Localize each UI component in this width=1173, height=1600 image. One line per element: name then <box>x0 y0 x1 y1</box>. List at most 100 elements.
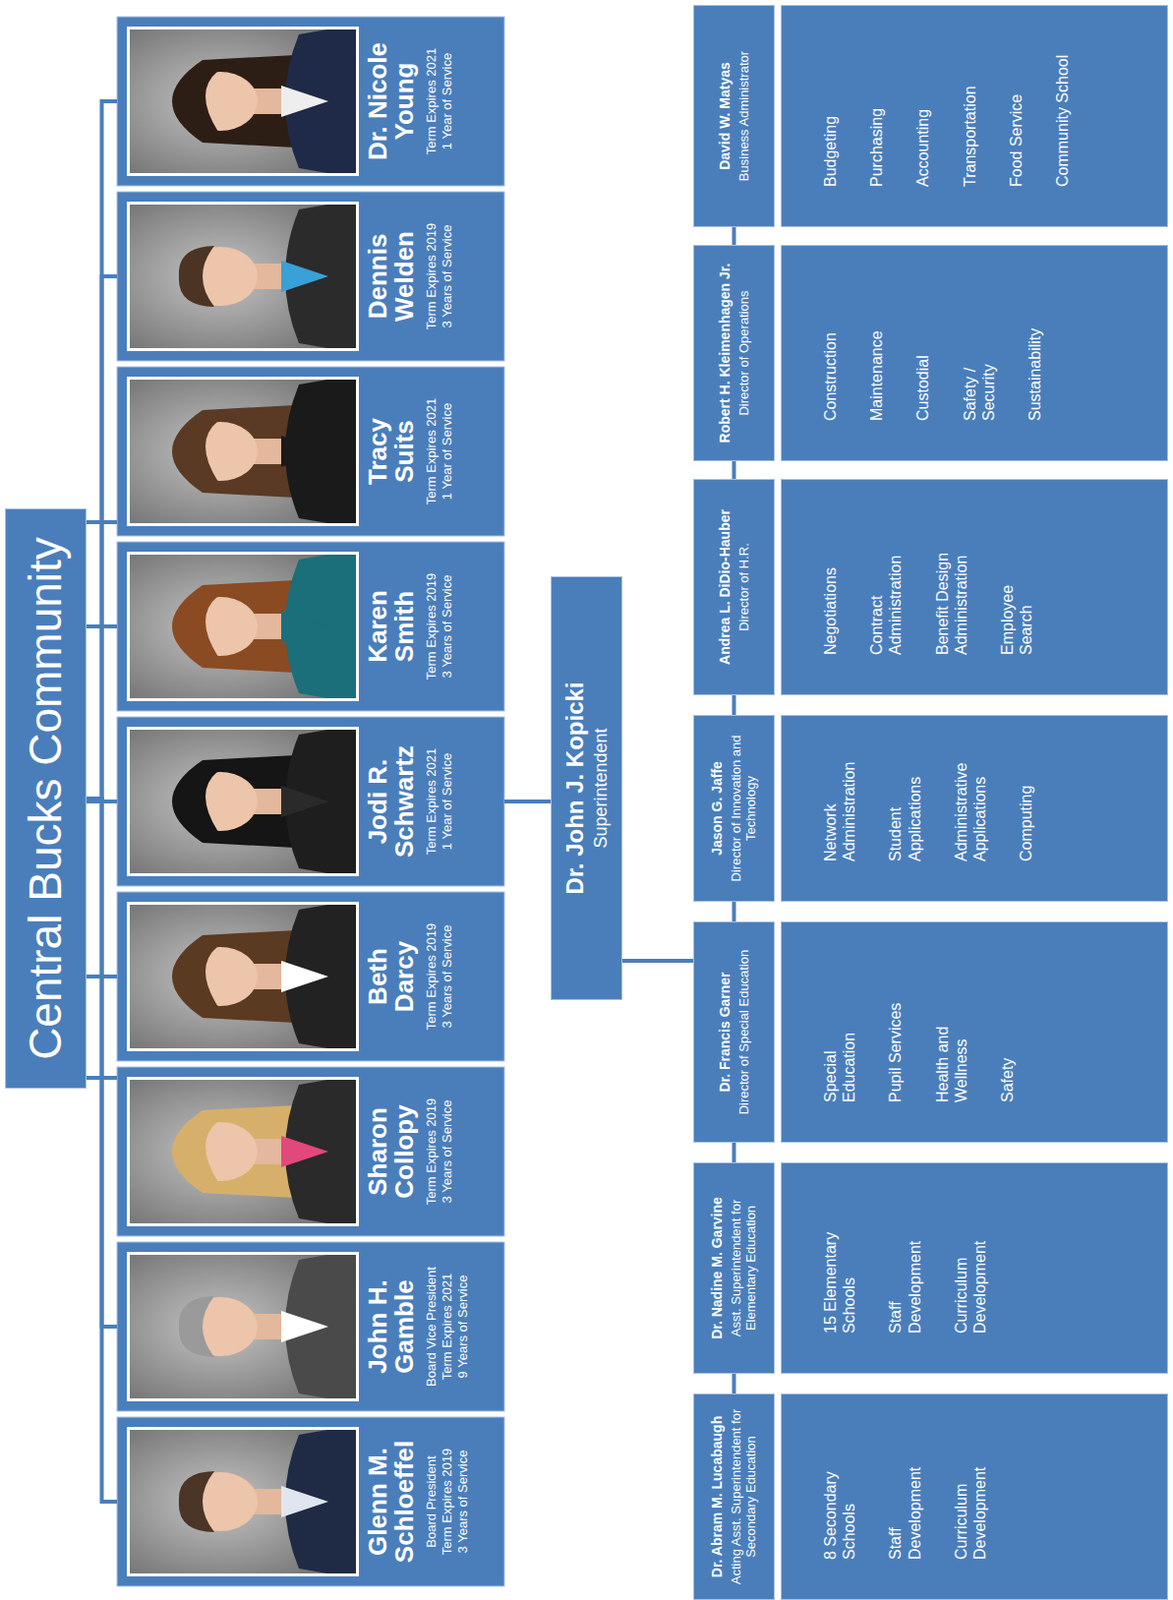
member-detail: 9 Years of Service <box>455 1247 471 1406</box>
duty-item: Curriculum Development <box>951 1446 990 1560</box>
portrait-photo <box>129 554 356 699</box>
duty-item: Curriculum Development <box>951 1220 990 1334</box>
job-title: Acting Asst. Superintendent for Secondar… <box>728 1400 760 1593</box>
member-detail: 3 Years of Service <box>455 1422 471 1581</box>
department-head-box: Dr. Nadine M. GarvineAsst. Superintenden… <box>693 1162 775 1374</box>
org-connector <box>86 974 118 979</box>
member-detail: Term Expires 2019 <box>423 897 440 1056</box>
member-detail: 3 Years of Service <box>439 197 456 355</box>
job-title: Director of H.R. <box>736 542 753 632</box>
department-head-box: Dr. Francis GarnerDirector of Special Ed… <box>693 921 775 1143</box>
member-detail: Term Expires 2021 <box>423 22 440 180</box>
duty-item: Construction <box>821 332 840 421</box>
org-connector <box>732 695 737 715</box>
board-member-card: Glenn M. SchloeffelBoard PresidentTerm E… <box>117 1416 505 1586</box>
member-card-ground <box>117 16 505 186</box>
duty-item: Food Service <box>1006 94 1026 187</box>
member-name: Glenn M. Schloeffel <box>364 1434 419 1569</box>
member-name: Sharon Collopy <box>364 1084 419 1219</box>
duty-item: Administrative Applications <box>951 748 990 862</box>
board-member-card: Jodi R. SchwartzTerm Expires 20211 Year … <box>117 716 505 886</box>
member-detail: Term Expires 2021 <box>439 1247 456 1406</box>
duty-item: 8 Secondary Schools <box>821 1446 859 1560</box>
job-title: Director of Special Education <box>736 949 753 1115</box>
portrait-photo <box>129 1254 356 1399</box>
member-detail: Term Expires 2019 <box>439 1422 456 1581</box>
portrait-photo <box>129 204 356 349</box>
hair <box>178 945 219 1007</box>
administrator-name: Dr. Nadine M. Garvine <box>708 1196 726 1340</box>
card-background <box>117 716 505 886</box>
job-title: Superintendent <box>589 727 613 848</box>
member-card-ground <box>117 1241 505 1411</box>
collar <box>281 1485 329 1518</box>
board-member-card: Dennis WeldenTerm Expires 20193 Years of… <box>117 191 505 361</box>
card-background <box>117 1241 505 1411</box>
org-connector <box>732 1142 737 1163</box>
member-card-ground <box>117 1066 505 1236</box>
department-duties-box: NegotiationsContract AdministrationBenef… <box>780 478 1169 696</box>
department-head-box: Jason G. JaffeDirector of Innovation and… <box>693 714 775 902</box>
job-title: Business Administrator <box>736 51 753 181</box>
board-member-card: Dr. Nicole YoungTerm Expires 20211 Year … <box>117 16 505 186</box>
org-connector <box>86 1075 118 1080</box>
member-detail: 1 Year of Service <box>439 22 456 180</box>
department-duties-box: Network AdministrationStudent Applicatio… <box>780 714 1169 902</box>
collar <box>281 435 329 468</box>
member-card-ground <box>117 891 505 1061</box>
org-connector <box>86 798 118 1502</box>
duty-item: Accounting <box>913 109 933 187</box>
duty-item: Sustainability <box>1025 328 1045 421</box>
card-background <box>117 891 505 1061</box>
member-name: John H. Gamble <box>364 1259 419 1394</box>
department-duties-box: ConstructionMaintenanceCustodialSafety /… <box>780 244 1169 462</box>
department-duties-box: 15 Elementary SchoolsStaff DevelopmentCu… <box>780 1162 1169 1374</box>
org-connector <box>732 461 737 479</box>
member-detail: 1 Year of Service <box>439 722 456 880</box>
member-detail: Term Expires 2019 <box>423 197 440 355</box>
collar <box>281 785 329 818</box>
member-card-ground <box>117 1416 505 1586</box>
org-connector <box>86 101 118 799</box>
duty-item: 15 Elementary Schools <box>821 1220 859 1334</box>
duty-item: Safety <box>997 1057 1017 1103</box>
duty-item: Computing <box>1016 785 1036 862</box>
member-card-ground <box>117 366 505 536</box>
collar <box>281 610 329 643</box>
member-card-ground <box>117 716 505 886</box>
member-name: Dennis Welden <box>364 209 419 344</box>
portrait-photo <box>129 379 356 524</box>
collar <box>281 260 329 293</box>
org-connector <box>732 227 737 245</box>
member-card-ground <box>117 191 505 361</box>
member-detail: 1 Year of Service <box>439 372 456 530</box>
department-head-box: Robert H. Kleimenhagen Jr.Director of Op… <box>693 244 775 462</box>
hair <box>178 770 219 832</box>
title-band: Central Bucks Community <box>4 508 87 1089</box>
member-card-ground <box>117 541 505 711</box>
collar <box>281 85 329 118</box>
administrator-name: Dr. Abram M. Lucabaugh <box>708 1415 726 1578</box>
member-detail: Board Vice President <box>423 1247 440 1406</box>
superintendent-name: Dr. John J. Kopicki <box>561 681 590 894</box>
member-name: Beth Darcy <box>364 909 419 1044</box>
collar <box>281 960 329 993</box>
board-member-card: Karen SmithTerm Expires 20193 Years of S… <box>117 541 505 711</box>
duty-item: Maintenance <box>867 330 886 421</box>
hair <box>178 1120 219 1182</box>
superintendent-box: Dr. John J. KopickiSuperintendent <box>550 576 623 1000</box>
administrator-name: Andrea L. DiDio-Hauber <box>716 509 734 665</box>
duty-item: Employee Search <box>997 541 1036 655</box>
board-member-card: Tracy SuitsTerm Expires 20211 Year of Se… <box>117 366 505 536</box>
member-name: Jodi R. Schwartz <box>364 734 419 869</box>
member-name: Tracy Suits <box>364 384 419 519</box>
card-background <box>117 16 505 186</box>
duty-item: Special Education <box>821 989 859 1103</box>
duty-item: Transportation <box>960 85 980 187</box>
duty-item: Budgeting <box>821 116 840 187</box>
department-head-box: David W. MatyasBusiness Administrator <box>693 4 775 228</box>
department-head-box: Andrea L. DiDio-HauberDirector of H.R. <box>693 478 775 696</box>
card-background <box>117 1416 505 1586</box>
job-title: Director of Operations <box>736 290 753 415</box>
